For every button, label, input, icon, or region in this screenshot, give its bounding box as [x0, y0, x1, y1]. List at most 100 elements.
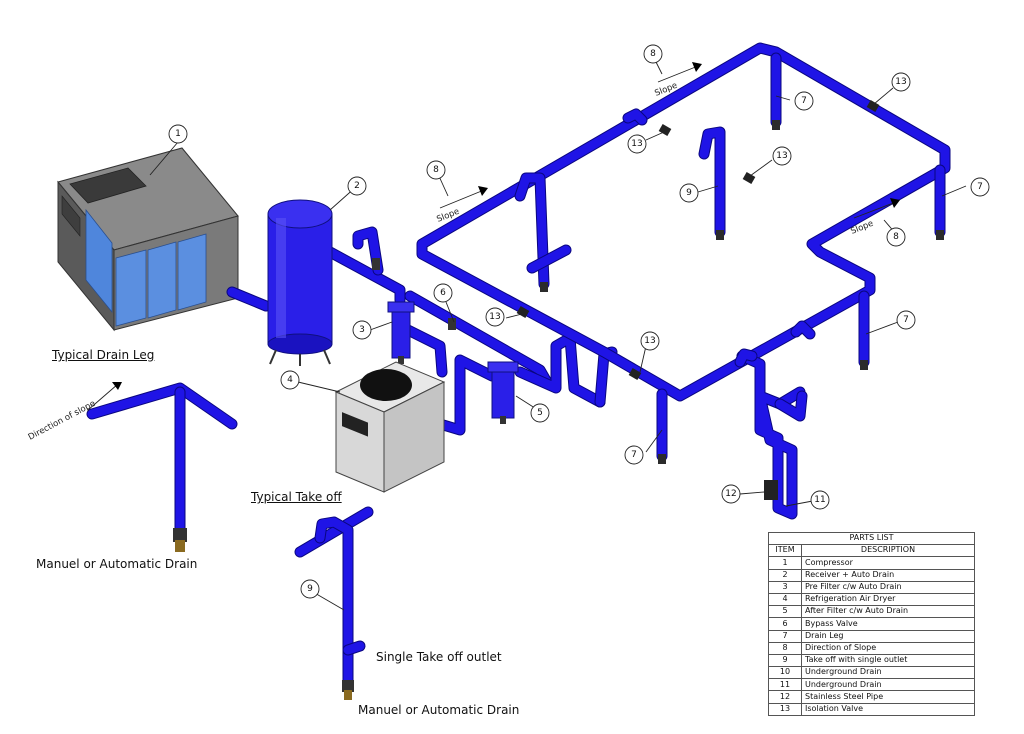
parts-item-description: Refrigeration Air Dryer [801, 592, 975, 607]
balloon-7a: 7 [794, 91, 814, 111]
typical-take-off [294, 506, 374, 700]
parts-item-number: 5 [768, 605, 802, 619]
typical-drain-leg-label: Typical Drain Leg [52, 348, 155, 362]
svg-text:8: 8 [893, 232, 899, 242]
parts-item-description: Stainless Steel Pipe [801, 690, 975, 704]
parts-item-number: 8 [768, 641, 802, 655]
parts-item-description: Drain Leg [801, 629, 975, 643]
balloon-1: 1 [168, 124, 188, 144]
balloon-11: 11 [810, 490, 830, 510]
manual-drain-label-1: Manuel or Automatic Drain [36, 557, 198, 571]
balloon-4: 4 [280, 370, 300, 390]
stainless-steel-pipe [764, 480, 778, 500]
parts-item-number: 6 [768, 617, 802, 631]
svg-text:13: 13 [895, 77, 906, 87]
balloon-7c: 7 [896, 310, 916, 330]
svg-text:13: 13 [644, 336, 655, 346]
balloon-2: 2 [347, 176, 367, 196]
direction-of-slope-label: Direction of slope [27, 399, 98, 443]
parts-col-item: ITEM [768, 544, 802, 558]
parts-item-number: 13 [768, 702, 802, 716]
pre-filter [387, 301, 415, 364]
balloon-13e: 13 [640, 331, 660, 351]
svg-text:7: 7 [631, 450, 637, 460]
svg-text:2: 2 [354, 181, 360, 191]
parts-item-description: Bypass Valve [801, 617, 975, 631]
parts-item-description: Isolation Valve [801, 702, 975, 716]
svg-text:5: 5 [537, 408, 543, 418]
slope-arrows [87, 62, 900, 411]
balloon-8c: 8 [886, 227, 906, 247]
svg-text:13: 13 [776, 151, 787, 161]
svg-text:13: 13 [489, 312, 500, 322]
compressor [57, 147, 239, 332]
balloon-6: 6 [433, 283, 453, 303]
balloon-9a: 9 [679, 183, 699, 203]
balloon-12: 12 [721, 484, 741, 504]
manual-drain-label-2: Manuel or Automatic Drain [358, 703, 520, 717]
pipe-network [226, 42, 951, 520]
balloon-13a: 13 [627, 134, 647, 154]
drain-tips [540, 120, 944, 464]
parts-item-description: Take off with single outlet [801, 653, 975, 668]
parts-item-number: 1 [768, 556, 802, 570]
svg-text:12: 12 [725, 489, 736, 499]
isolation-valves [372, 100, 880, 380]
balloon-13c: 13 [891, 72, 911, 92]
parts-item-description: Pre Filter c/w Auto Drain [801, 580, 975, 594]
parts-item-number: 9 [768, 653, 802, 668]
balloon-9b: 9 [300, 579, 320, 599]
balloon-13d: 13 [485, 307, 505, 327]
parts-item-number: 12 [768, 690, 802, 704]
parts-item-number: 10 [768, 666, 802, 680]
svg-text:3: 3 [359, 325, 365, 335]
parts-item-description: Receiver + Auto Drain [801, 568, 975, 582]
balloon-3: 3 [352, 320, 372, 340]
svg-text:7: 7 [903, 315, 909, 325]
svg-text:9: 9 [686, 188, 692, 198]
typical-take-off-label: Typical Take off [251, 490, 342, 504]
typical-drain-leg [86, 382, 238, 552]
svg-text:8: 8 [650, 49, 656, 59]
svg-text:11: 11 [814, 495, 825, 505]
svg-text:9: 9 [307, 584, 313, 594]
balloon-8a: 8 [643, 44, 663, 64]
balloon-13b: 13 [772, 146, 792, 166]
leader-lines [149, 57, 967, 611]
parts-item-number: 7 [768, 629, 802, 643]
parts-item-description: After Filter c/w Auto Drain [801, 605, 975, 619]
parts-item-description: Underground Drain [801, 678, 975, 692]
balloon-7d: 7 [624, 445, 644, 465]
parts-item-number: 4 [768, 592, 802, 607]
parts-item-number: 11 [768, 678, 802, 692]
receiver-tank [267, 199, 333, 366]
balloon-7b: 7 [970, 177, 990, 197]
parts-item-number: 3 [768, 580, 802, 594]
svg-text:1: 1 [175, 129, 181, 139]
svg-text:7: 7 [977, 182, 983, 192]
single-take-off-label: Single Take off outlet [376, 650, 502, 664]
parts-item-description: Compressor [801, 556, 975, 570]
parts-item-description: Direction of Slope [801, 641, 975, 655]
balloon-8b: 8 [426, 160, 446, 180]
svg-text:6: 6 [440, 288, 446, 298]
after-filter [487, 361, 519, 424]
balloon-5: 5 [530, 403, 550, 423]
parts-item-number: 2 [768, 568, 802, 582]
parts-col-desc: DESCRIPTION [801, 544, 975, 558]
svg-text:8: 8 [433, 165, 439, 175]
